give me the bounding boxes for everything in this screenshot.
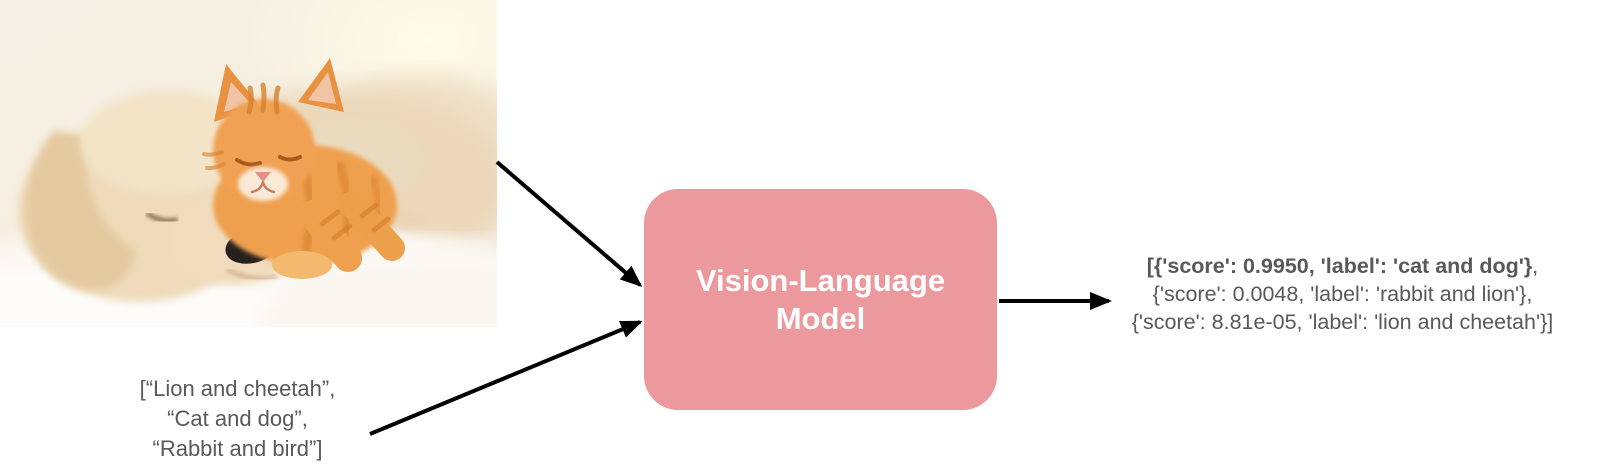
arrow-labels-to-model (369, 320, 643, 436)
candidate-label-line: “Rabbit and bird”] (152, 436, 323, 461)
kitten-front-leg (339, 191, 405, 261)
kitten-closed-eye-left (235, 158, 262, 167)
kitten-paw (272, 251, 332, 279)
model-box-label-line2: Model (775, 300, 866, 336)
arrow-image-to-model (495, 160, 643, 287)
kitten-front-leg (298, 200, 362, 272)
kitten-head (213, 99, 315, 201)
output-line-1: [{'score': 0.9950, 'label': 'cat and dog… (1146, 254, 1539, 278)
output-scores-text: [{'score': 0.9950, 'label': 'cat and dog… (1085, 252, 1600, 336)
kitten-closed-eye-right (278, 155, 302, 162)
pet-photo-illustration (0, 0, 497, 327)
candidate-label-line: “Cat and dog”, (167, 406, 308, 431)
output-line-3: {'score': 8.81e-05, 'label': 'lion and c… (1131, 310, 1554, 334)
model-box: Vision-Language Model (644, 189, 997, 410)
puppy-ear (24, 130, 136, 291)
candidate-labels-text: [“Lion and cheetah”, “Cat and dog”, “Rab… (85, 374, 390, 464)
pet-photo (0, 0, 497, 327)
candidate-label-line: [“Lion and cheetah”, (139, 376, 336, 401)
model-box-label-line1: Vision-Language (695, 262, 946, 298)
puppy-closed-eye (146, 212, 178, 223)
output-line-2: {'score': 0.0048, 'label': 'rabbit and l… (1152, 282, 1533, 306)
kitten-nose (255, 172, 271, 182)
kitten (202, 58, 405, 279)
